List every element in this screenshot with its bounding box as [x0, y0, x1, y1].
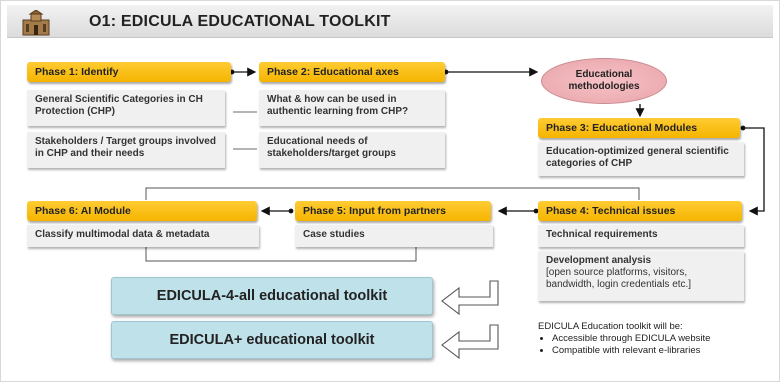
- phase-5-item: Case studies: [295, 225, 493, 247]
- monument-icon: [22, 10, 50, 36]
- phase-5-header: Phase 5: Input from partners: [295, 201, 491, 221]
- phase-1-item: General Scientific Categories in CH Prot…: [27, 90, 225, 126]
- arrow-phase3-to-phase4: [743, 127, 765, 216]
- note-title: EDICULA Education toolkit will be:: [538, 321, 683, 332]
- phase-2-item: What & how can be used in authentic lear…: [259, 90, 445, 126]
- phase-3-item: Education-optimized general scientific c…: [538, 142, 744, 176]
- phase-2-header: Phase 2: Educational axes: [259, 62, 445, 82]
- toolkit-edicula-4-all: EDICULA-4-all educational toolkit: [111, 277, 433, 315]
- header-bar: [7, 5, 773, 38]
- note-bullet: Accessible through EDICULA website: [552, 333, 774, 345]
- phase-4-item: Technical requirements: [538, 225, 744, 247]
- phase-4-analysis: Development analysis [open source platfo…: [538, 251, 744, 301]
- phase-1-header: Phase 1: Identify: [27, 62, 231, 82]
- phase-3-header: Phase 3: Educational Modules: [538, 118, 740, 138]
- methodologies-ellipse: Educational methodologies: [541, 58, 667, 104]
- arrow-icon: [441, 324, 499, 360]
- analysis-text: [open source platforms, visitors, bandwi…: [546, 267, 692, 290]
- analysis-title: Development analysis: [546, 255, 652, 266]
- bracket-top: [145, 187, 640, 200]
- bracket-bottom: [145, 245, 417, 262]
- toolkit-note: EDICULA Education toolkit will be: Acces…: [538, 321, 774, 357]
- arrow-icon: [441, 280, 499, 316]
- phase-4-header: Phase 4: Technical issues: [538, 201, 742, 221]
- phase-6-item: Classify multimodal data & metadata: [27, 225, 259, 247]
- note-list: Accessible through EDICULA website Compa…: [538, 333, 774, 357]
- note-bullet: Compatible with relevant e-libraries: [552, 345, 774, 357]
- phase-2-item: Educational needs of stakeholders/target…: [259, 132, 445, 168]
- page-title: O1: EDICULA EDUCATIONAL TOOLKIT: [89, 13, 391, 30]
- phase-1-item: Stakeholders / Target groups involved in…: [27, 132, 225, 168]
- phase-6-header: Phase 6: AI Module: [27, 201, 257, 221]
- toolkit-edicula-plus: EDICULA+ educational toolkit: [111, 321, 433, 359]
